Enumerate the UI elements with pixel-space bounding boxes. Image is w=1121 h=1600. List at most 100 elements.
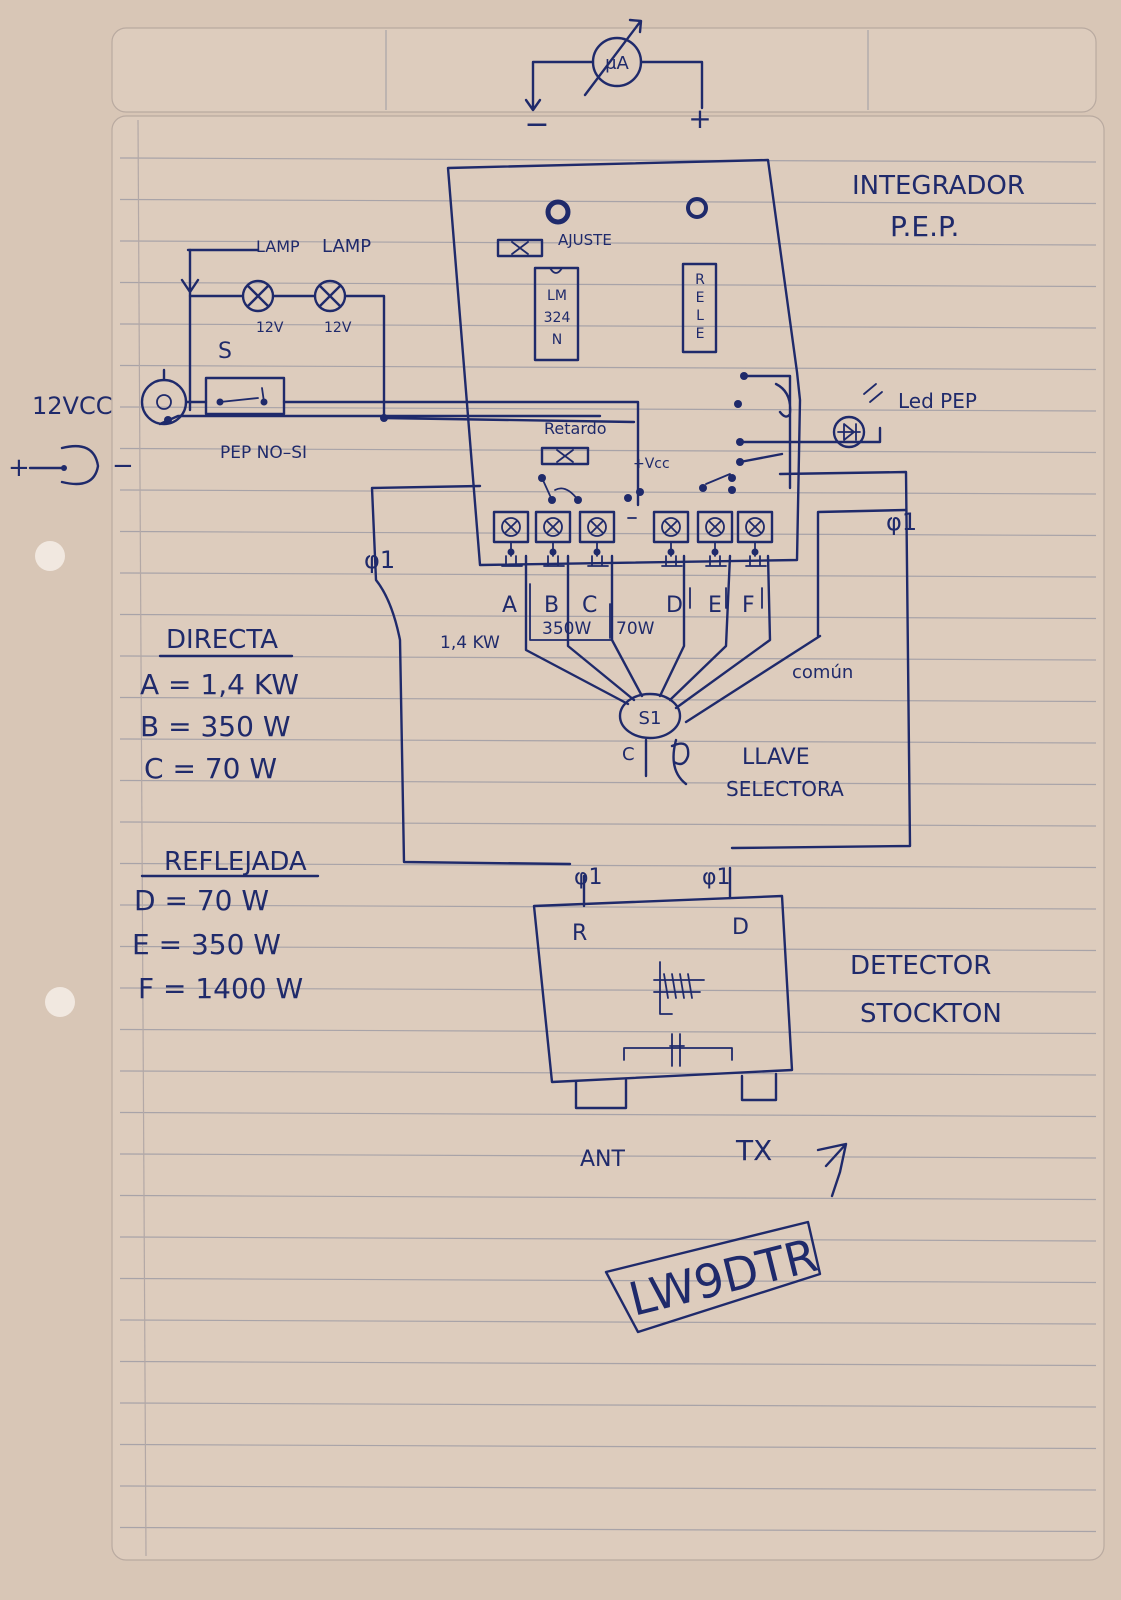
pot-knob-left	[545, 199, 571, 225]
ruled-line	[119, 198, 1097, 205]
detector-subtitle: STOCKTON	[860, 999, 1002, 1029]
terminal-label-f: F	[742, 593, 755, 618]
reflejada-row-f: F = 1400 W	[138, 972, 303, 1005]
pep-switch	[204, 376, 286, 416]
junction-dot	[164, 416, 172, 424]
terminal-block	[492, 510, 774, 567]
ruled-line	[119, 696, 1097, 703]
ruled-line	[119, 1194, 1097, 1201]
detector-title: DETECTOR	[850, 951, 991, 981]
switch-label: S	[218, 339, 232, 364]
ruled-line	[119, 1236, 1097, 1242]
ruled-line	[119, 489, 1097, 495]
lamp-1-voltage: 12V	[256, 320, 284, 336]
punch-hole	[35, 541, 65, 571]
range-label-c: 70W	[616, 619, 655, 639]
ruled-line	[119, 1153, 1097, 1159]
ajuste-trimmer	[496, 238, 544, 258]
detector-phi-right: φ1	[702, 865, 731, 890]
power-input-label: 12VCC	[32, 392, 112, 420]
selector-wire-f	[674, 554, 772, 710]
meter-needle	[583, 18, 643, 97]
integrator-subtitle: P.E.P.	[890, 210, 959, 243]
lamp-feed	[180, 248, 200, 412]
terminal-screw	[534, 510, 572, 567]
integrator-title: INTEGRADOR	[852, 171, 1025, 201]
directa-row-a: A = 1,4 KW	[140, 668, 299, 701]
phi-wire-top	[742, 374, 792, 490]
led-wire	[738, 426, 882, 464]
selector-switch: S1 común C LLAVE SELECTORA	[524, 554, 853, 801]
ruled-line	[119, 447, 1097, 454]
ruled-line	[119, 364, 1097, 371]
power-plug	[28, 444, 100, 486]
power-plug-tip	[61, 465, 67, 471]
ic-notch	[549, 267, 563, 274]
relay	[681, 262, 718, 354]
phi-box-outline	[370, 470, 912, 866]
led-rays	[863, 383, 883, 403]
detector-toroid	[653, 961, 705, 1015]
range-label-a: 1,4 KW	[440, 633, 500, 653]
ruled-line	[119, 987, 1097, 993]
terminal-screw	[578, 510, 616, 567]
ruled-line	[119, 1028, 1097, 1035]
tx-arrow	[816, 1142, 848, 1198]
lamp-label-1: LAMP	[256, 237, 300, 256]
retardo-trimmer-x	[556, 449, 574, 463]
common-wire	[684, 634, 822, 724]
meter-wire-left	[524, 60, 595, 112]
power-minus: −	[112, 451, 134, 481]
detector-d: D	[732, 915, 749, 940]
terminal-screw	[492, 510, 530, 567]
retardo-trimmer	[540, 446, 590, 466]
detector-line	[623, 1033, 733, 1067]
selector-knob	[618, 692, 682, 740]
directa-title: DIRECTA	[166, 625, 278, 655]
lamp-rail	[188, 294, 386, 422]
pot-knob-right	[686, 197, 708, 219]
selector-wire-d	[658, 554, 686, 698]
ruled-lines	[119, 157, 1097, 1533]
jumper-wire	[541, 477, 579, 501]
ruled-line	[119, 779, 1097, 786]
ruled-line	[119, 1402, 1097, 1408]
junction-dot	[624, 494, 632, 502]
led	[832, 415, 866, 449]
microammeter: μA − +	[524, 18, 712, 142]
ruled-line	[119, 1485, 1097, 1491]
phi-wire-right	[816, 508, 908, 638]
vcc-label: +Vcc	[633, 456, 670, 472]
ruled-line	[119, 157, 1097, 163]
terminal-screw	[736, 510, 774, 567]
ruled-line	[119, 1360, 1097, 1367]
terminal-label-b: B	[544, 593, 559, 618]
directa-row-b: B = 350 W	[140, 710, 291, 743]
ruled-line	[119, 1526, 1097, 1533]
terminal-label-c: C	[582, 593, 597, 618]
phi-label-right: φ1	[886, 508, 917, 536]
directa-notes: DIRECTA A = 1,4 KW B = 350 W C = 70 W	[140, 625, 299, 785]
punch-hole	[45, 987, 75, 1017]
detector-box	[532, 894, 794, 1084]
ruled-line	[119, 1319, 1097, 1325]
reflejada-notes: REFLEJADA D = 70 W E = 350 W F = 1400 W	[132, 847, 320, 1005]
pep-switch-label: PEP NO–SI	[220, 443, 307, 463]
led-circuit: Led PEP	[734, 372, 977, 490]
margin-line	[137, 119, 147, 1557]
ruled-line	[119, 821, 1097, 827]
connector-tx	[740, 1072, 778, 1102]
ajuste-label: AJUSTE	[558, 231, 612, 249]
range-label-b: 350W	[542, 619, 591, 639]
ruled-line	[119, 738, 1097, 744]
retardo-label: Retardo	[544, 419, 607, 438]
ic-lm324	[533, 266, 580, 362]
terminal-label-a: A	[502, 593, 517, 618]
meter-plus: +	[688, 102, 711, 135]
ruled-line	[119, 530, 1097, 537]
ruled-line	[119, 904, 1097, 910]
reflejada-title: REFLEJADA	[164, 847, 307, 877]
led-label: Led PEP	[898, 389, 977, 413]
